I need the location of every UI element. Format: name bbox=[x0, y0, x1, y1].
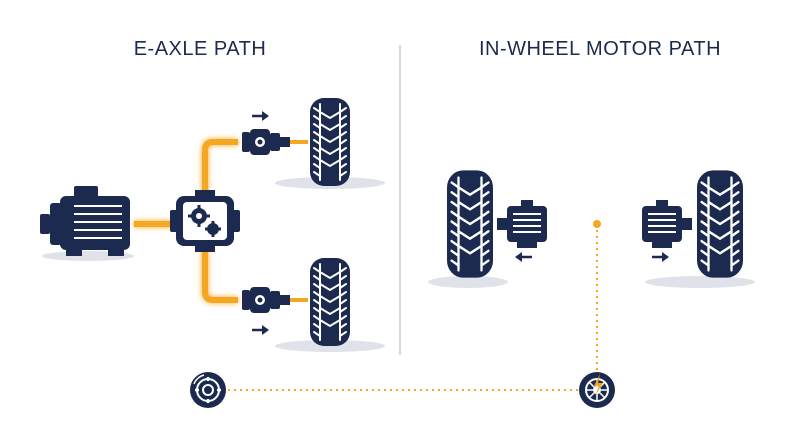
upper-cv-joint-icon bbox=[242, 129, 290, 155]
in-wheel-motor-path-title: IN-WHEEL MOTOR PATH bbox=[478, 38, 722, 60]
left-wheel-shadow bbox=[428, 276, 508, 288]
gearbox-icon bbox=[170, 190, 240, 252]
upper-direction-arrow-icon bbox=[252, 111, 269, 121]
upper-wheel-tire-icon bbox=[309, 97, 351, 187]
dotted-link-line bbox=[228, 230, 598, 391]
lower-wheel-tire-icon bbox=[309, 257, 351, 347]
left-hub-motor-icon bbox=[497, 199, 548, 249]
e-axle-output-shafts bbox=[290, 140, 308, 302]
gear-cycle-icon bbox=[190, 372, 226, 408]
connector-node bbox=[593, 220, 601, 228]
right-direction-arrow-icon bbox=[652, 252, 669, 262]
right-in-wheel-tire-icon bbox=[695, 169, 745, 279]
wheel-lightning-icon bbox=[579, 372, 615, 408]
e-axle-path-title: E-AXLE PATH bbox=[133, 38, 267, 60]
lower-direction-arrow-icon bbox=[252, 325, 269, 335]
lower-cv-joint-icon bbox=[242, 287, 290, 313]
right-hub-motor-icon bbox=[641, 199, 692, 249]
left-in-wheel-tire-icon bbox=[445, 169, 495, 279]
right-wheel-shadow bbox=[645, 276, 755, 288]
electric-motor-icon bbox=[40, 186, 134, 261]
left-direction-arrow-icon bbox=[515, 252, 532, 262]
